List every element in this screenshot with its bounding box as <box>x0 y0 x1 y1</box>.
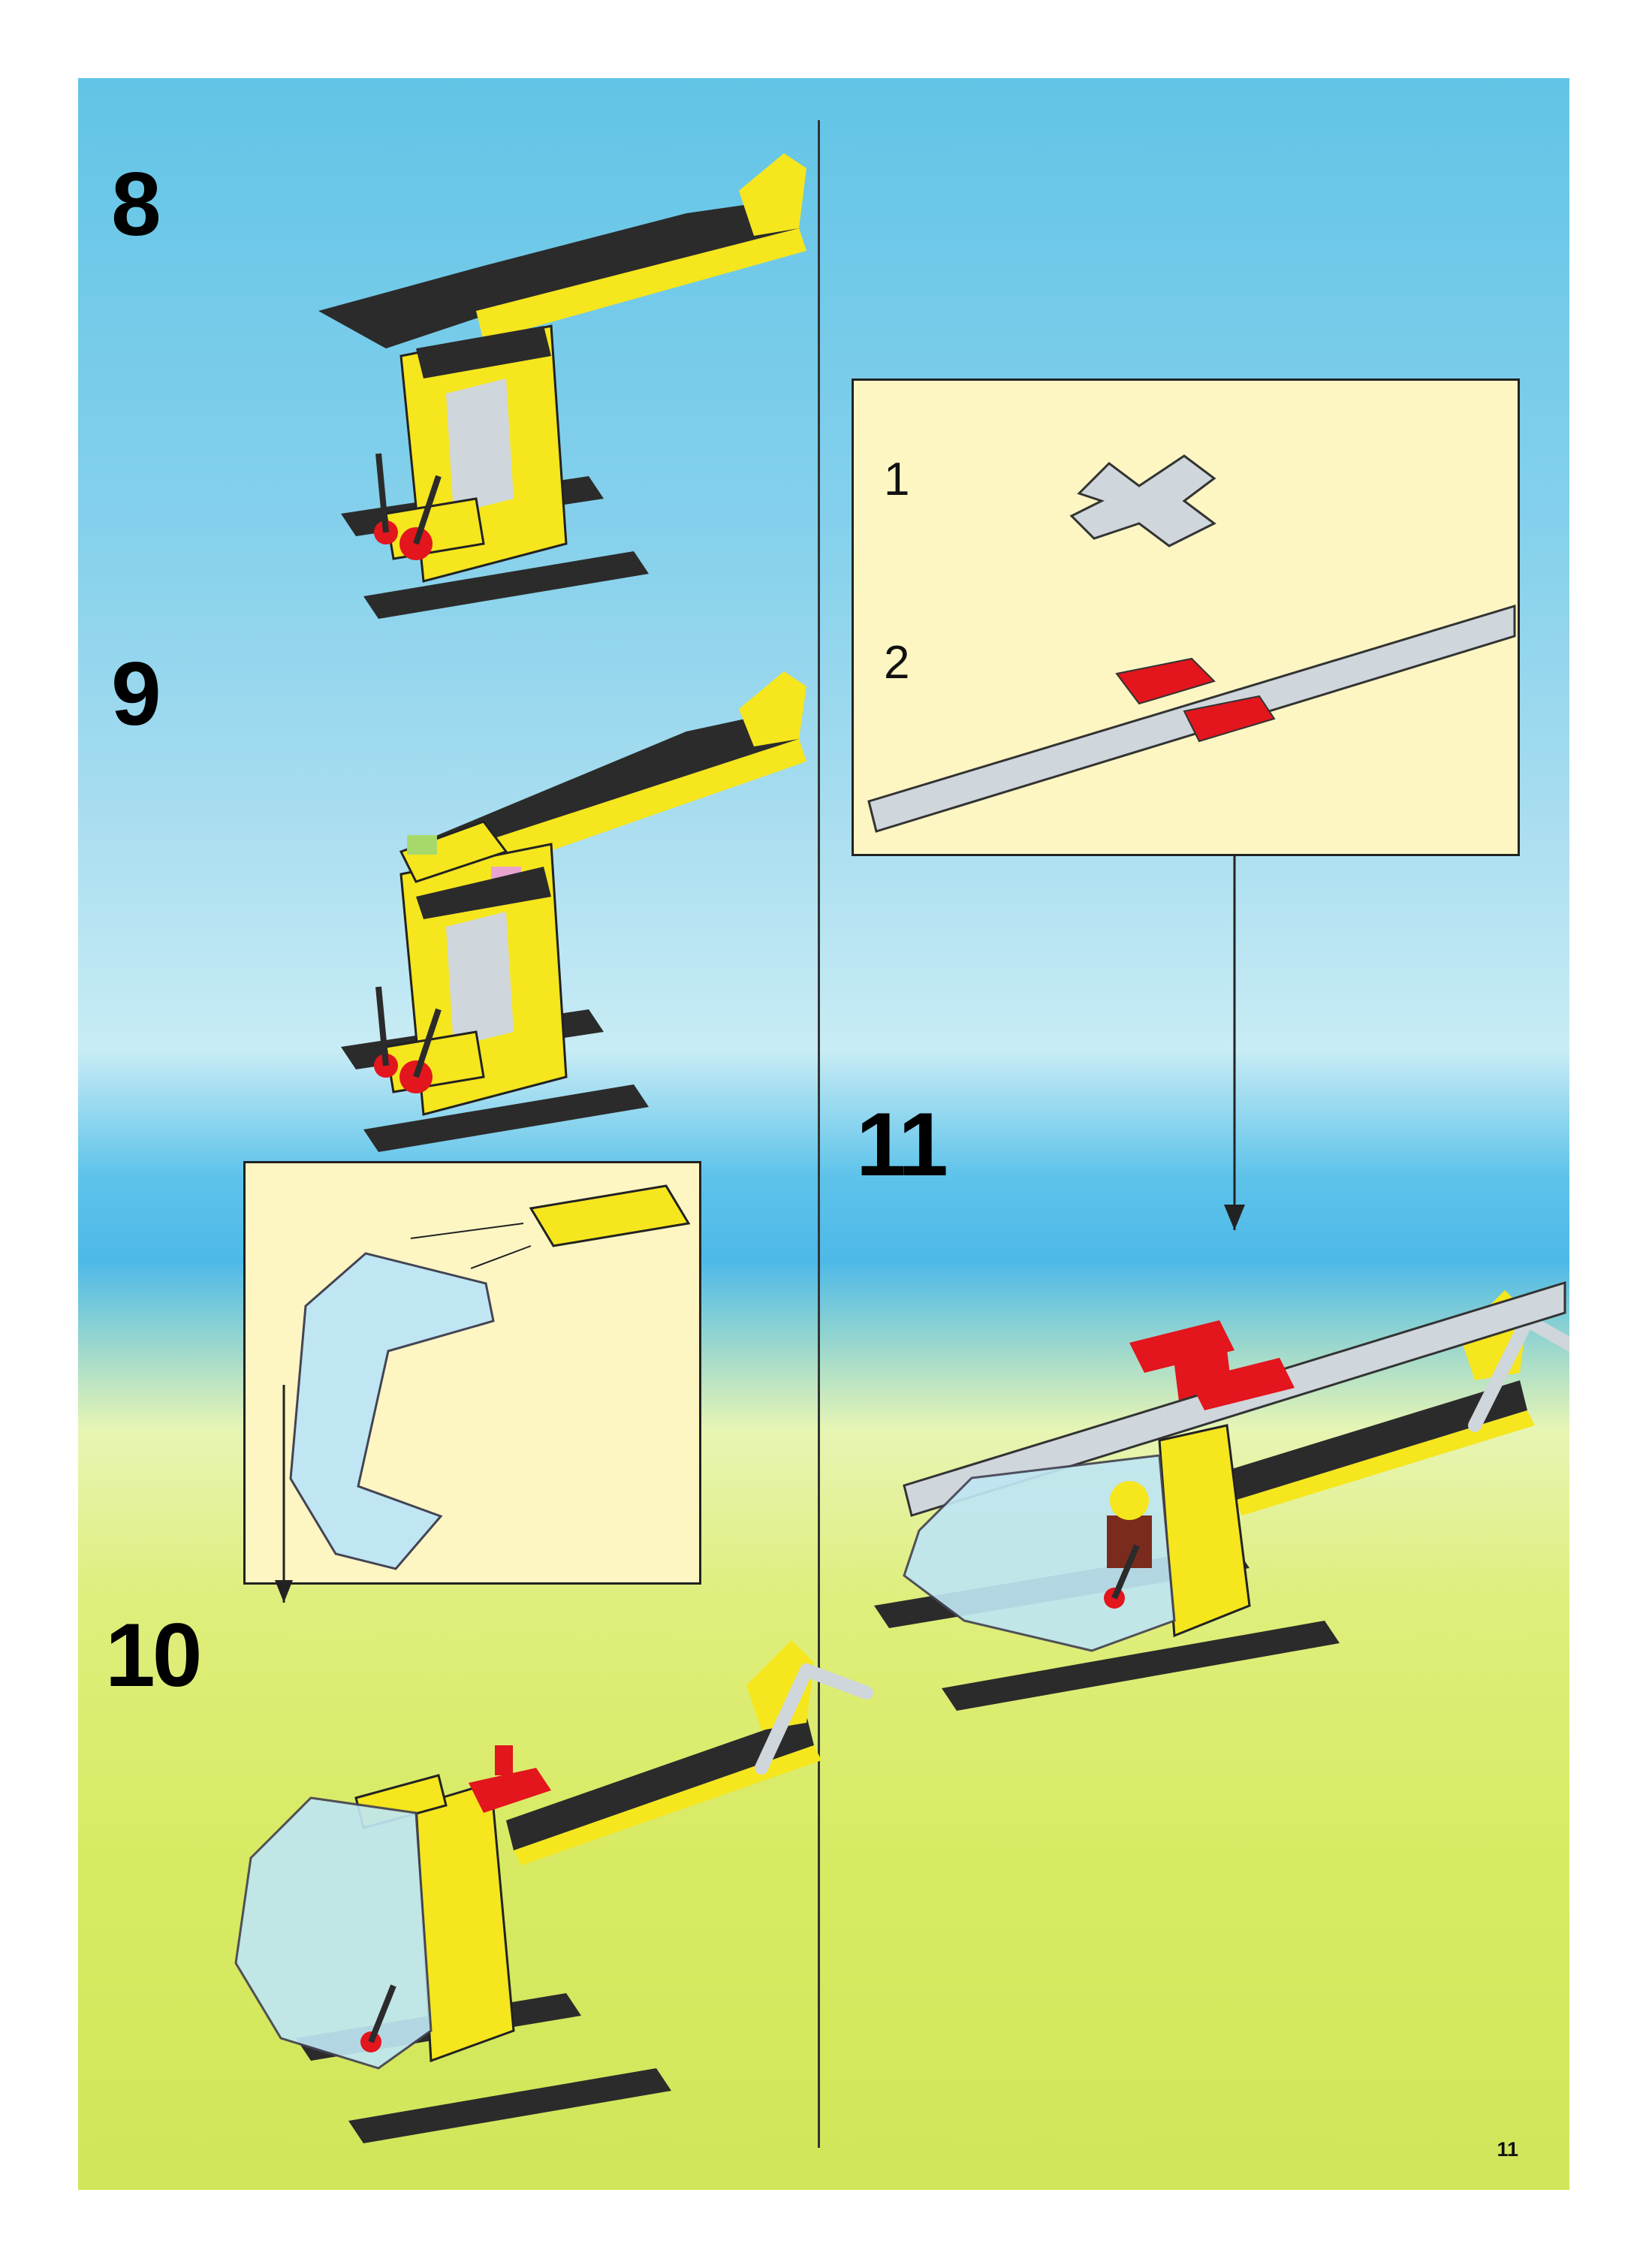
substep-number-2: 2 <box>884 637 910 689</box>
instruction-page: 8 9 10 11 <box>78 78 1569 2190</box>
column-divider <box>818 120 820 2148</box>
page-number: 11 <box>1497 2138 1518 2161</box>
step-11-helicopter-model <box>874 855 1569 1711</box>
step-9-helicopter-model <box>341 671 806 1152</box>
canopy-parts-drawing <box>289 1184 691 1570</box>
step-10-inset-canopy <box>243 1161 701 1585</box>
step-10-helicopter-model <box>234 1385 873 2143</box>
rotor-parts-drawing <box>867 454 1516 833</box>
step-number-9: 9 <box>111 644 161 744</box>
step-number-11: 11 <box>856 1094 948 1195</box>
step-11-inset-rotor: 1 2 <box>852 379 1520 856</box>
step-number-8: 8 <box>111 154 161 255</box>
step-number-10: 10 <box>105 1605 202 1706</box>
substep-number-1: 1 <box>884 454 910 505</box>
step-8-helicopter-model <box>318 153 806 619</box>
